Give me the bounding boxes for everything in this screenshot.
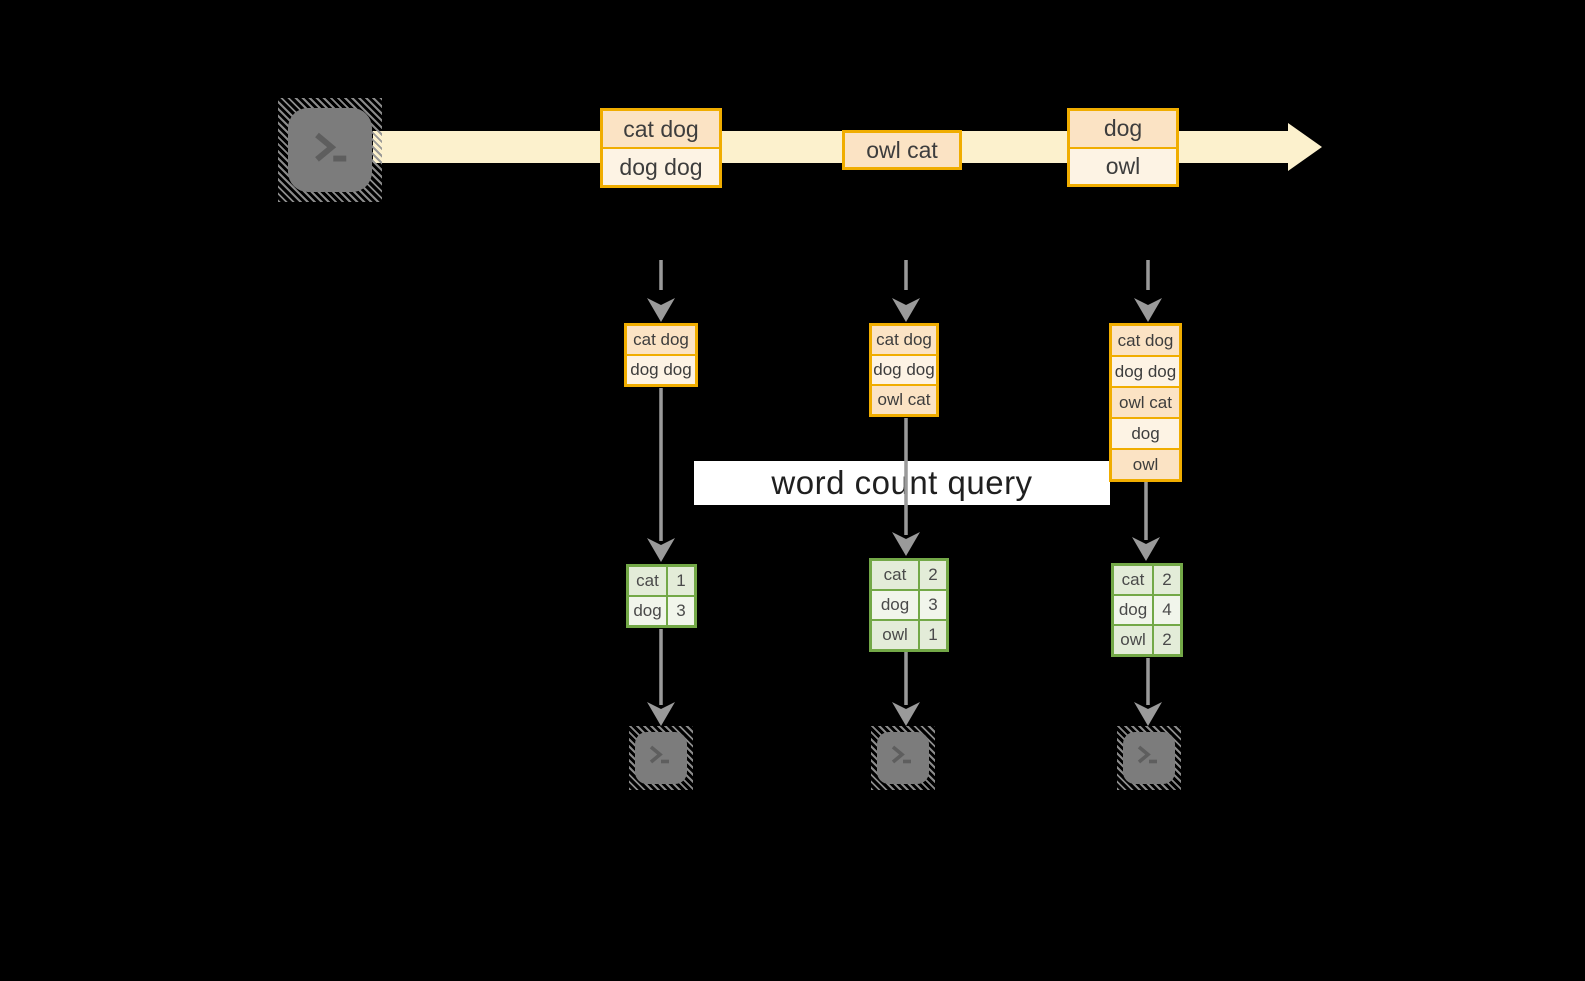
word-cell: owl [872,621,918,649]
terminal-prompt-icon [315,132,347,162]
sink-terminal-icon-1 [629,726,693,790]
word-count-table-2: cat 2 dog 3 owl 1 [869,558,949,652]
stream-batch-3: dog owl [1067,108,1179,187]
stream-arrow-head [1288,123,1322,171]
terminal-body [635,732,687,784]
sink-arrow-3 [1134,658,1162,726]
query-arrow-2 [892,418,920,556]
word-cell: cat [872,561,918,589]
state-box-2: cat dog dog dog owl cat [869,323,939,417]
stream-batch-cell: cat dog [603,111,719,147]
table-row: dog 3 [872,591,946,619]
table-row: cat 2 [1114,566,1180,594]
sink-terminal-icon-2 [871,726,935,790]
state-box-1: cat dog dog dog [624,323,698,387]
table-row: cat 2 [872,561,946,589]
state-cell: cat dog [1112,326,1179,355]
sink-arrow-1 [647,629,675,726]
stream-batch-cell: dog dog [603,149,719,185]
table-row: dog 3 [629,597,694,625]
terminal-prompt-icon [649,745,669,764]
terminal-prompt-icon [891,745,911,764]
count-cell: 4 [1154,596,1180,624]
state-cell: cat dog [627,326,695,354]
dashed-arrow-2 [892,260,920,322]
count-cell: 3 [668,597,694,625]
terminal-body [288,108,372,192]
state-cell: cat dog [872,326,936,354]
sink-arrow-2 [892,652,920,726]
terminal-prompt-icon [1137,745,1157,764]
query-arrow-1 [647,388,675,562]
state-cell: dog dog [1112,357,1179,386]
state-cell: dog [1112,419,1179,448]
word-cell: dog [1114,596,1152,624]
word-cell: dog [629,597,666,625]
table-row: owl 2 [1114,626,1180,654]
word-cell: owl [1114,626,1152,654]
word-count-table-3: cat 2 dog 4 owl 2 [1111,563,1183,657]
dashed-arrow-3 [1134,260,1162,322]
count-cell: 2 [1154,566,1180,594]
query-label: word count query [694,461,1110,505]
state-cell: owl cat [872,386,936,414]
word-cell: cat [629,567,666,595]
count-cell: 3 [920,591,946,619]
table-row: dog 4 [1114,596,1180,624]
source-terminal-icon [278,98,382,202]
count-cell: 1 [668,567,694,595]
word-cell: dog [872,591,918,619]
state-cell: owl [1112,450,1179,479]
count-cell: 1 [920,621,946,649]
state-box-3: cat dog dog dog owl cat dog owl [1109,323,1182,482]
terminal-body [1123,732,1175,784]
stream-batch-cell: owl cat [845,133,959,167]
stream-batch-2: owl cat [842,130,962,170]
stream-batch-1: cat dog dog dog [600,108,722,188]
count-cell: 2 [920,561,946,589]
table-row: cat 1 [629,567,694,595]
state-cell: dog dog [627,356,695,384]
stream-batch-cell: dog [1070,111,1176,147]
table-row: owl 1 [872,621,946,649]
terminal-body [877,732,929,784]
word-cell: cat [1114,566,1152,594]
word-count-table-1: cat 1 dog 3 [626,564,697,628]
state-cell: owl cat [1112,388,1179,417]
count-cell: 2 [1154,626,1180,654]
state-cell: dog dog [872,356,936,384]
sink-terminal-icon-3 [1117,726,1181,790]
stream-batch-cell: owl [1070,148,1176,184]
dashed-arrow-1 [647,260,675,322]
query-arrow-3 [1132,482,1160,561]
